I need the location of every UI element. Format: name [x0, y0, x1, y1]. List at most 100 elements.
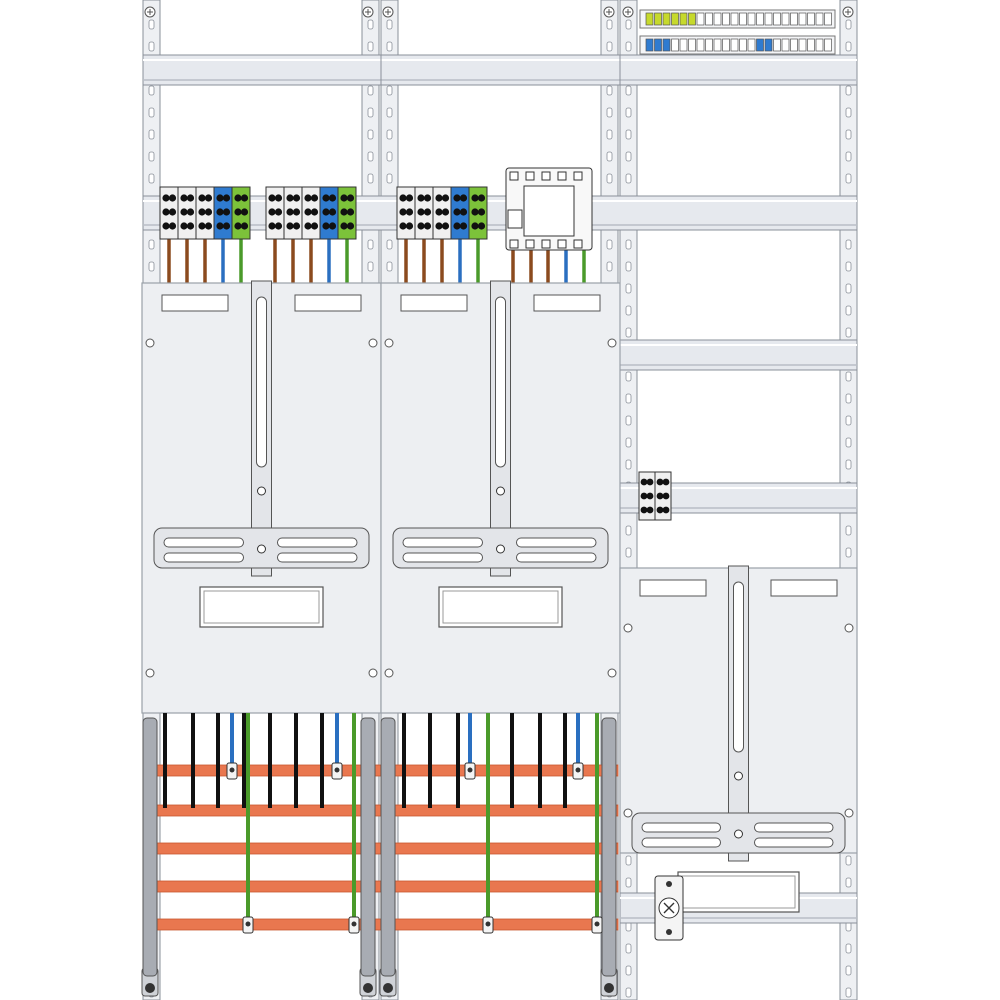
label-window-inner: [442, 590, 559, 624]
screw-icon: [606, 9, 612, 15]
mount-hole-icon: [384, 668, 394, 678]
terminal-screw-icon: [441, 222, 450, 230]
upright-slot: [625, 987, 632, 998]
crossbar-slot: [754, 822, 834, 833]
terminal-screw-icon: [435, 222, 443, 230]
contactor-terminal: [557, 239, 567, 249]
upright-slot: [606, 261, 613, 272]
screw-icon: [147, 9, 153, 15]
upright-slot: [148, 107, 155, 118]
terminal-screw-icon: [168, 222, 177, 230]
upright-slot: [386, 239, 393, 250]
screw-icon: [734, 771, 743, 781]
upright-slot: [845, 415, 852, 426]
terminal-screw-icon: [656, 506, 664, 514]
upright-slot: [625, 151, 632, 162]
screw-icon: [385, 9, 391, 15]
terminal-screw-icon: [656, 492, 664, 500]
top-terminal-strip: [639, 9, 836, 55]
mount-hole-icon: [384, 338, 394, 348]
terminal-screw-icon: [304, 208, 312, 216]
upright-slot: [148, 41, 155, 52]
terminal-screw-icon: [646, 492, 654, 500]
terminal-screw-icon: [441, 208, 450, 216]
label-field: [294, 294, 362, 312]
terminal-screw-icon: [204, 222, 213, 230]
strip-terminal: [756, 12, 764, 26]
terminal-screw-icon: [204, 194, 213, 202]
terminal-screw-icon: [162, 222, 170, 230]
strip-terminal: [705, 38, 713, 52]
terminal-screw-icon: [222, 208, 231, 216]
terminal-screw-icon: [216, 222, 224, 230]
busbar-section: [142, 717, 619, 977]
upright-slot: [625, 877, 632, 888]
upright-slot: [367, 41, 374, 52]
terminal-screw-icon: [180, 222, 188, 230]
strip-terminal: [764, 38, 773, 52]
strip-terminal: [671, 38, 679, 52]
meter-panel-1: [141, 280, 382, 714]
terminal-screw-icon: [328, 194, 337, 202]
terminal-screw-icon: [274, 222, 283, 230]
upright-slot: [845, 173, 852, 184]
screw-icon: [145, 983, 155, 993]
terminal-screw-icon: [240, 208, 249, 216]
crossbar-slot: [516, 552, 597, 563]
busbar-support: [380, 717, 396, 977]
strip-terminal: [705, 12, 713, 26]
upright-slot: [625, 371, 632, 382]
upright-slot: [606, 19, 613, 30]
screw-icon: [257, 486, 266, 496]
strip-terminal: [645, 12, 654, 26]
screw-icon: [496, 486, 505, 496]
terminal-screw-icon: [399, 222, 407, 230]
terminal-screw-icon: [417, 222, 425, 230]
terminal-screw-icon: [322, 222, 330, 230]
terminal-screw-icon: [268, 222, 276, 230]
strip-terminal: [696, 12, 705, 26]
upright-slot: [606, 85, 613, 96]
screw-icon: [245, 921, 251, 927]
terminal-screw-icon: [274, 208, 283, 216]
terminal-screw-icon: [453, 194, 461, 202]
strip-terminal: [730, 38, 739, 52]
mount-hole-icon: [623, 808, 633, 818]
upright-slot: [845, 19, 852, 30]
terminal-screw-icon: [234, 208, 242, 216]
strip-terminal: [790, 38, 798, 52]
screw-icon: [365, 9, 371, 15]
strip-terminal: [645, 38, 654, 52]
contactor-terminal: [525, 171, 535, 181]
strip-terminal: [722, 12, 730, 26]
upright-slot: [845, 261, 852, 272]
upright-slot: [386, 151, 393, 162]
screw-icon: [351, 921, 357, 927]
upright-slot: [625, 525, 632, 536]
terminal-screw-icon: [471, 208, 479, 216]
terminal-screw-icon: [399, 194, 407, 202]
upright-slot: [845, 855, 852, 866]
strip-terminal: [671, 12, 679, 26]
terminal-screw-icon: [198, 222, 206, 230]
label-field: [770, 579, 838, 597]
top-wiring: [167, 239, 586, 285]
strip-terminal: [824, 12, 832, 26]
strip-terminal: [662, 38, 671, 52]
terminal-screw-icon: [162, 208, 170, 216]
strip-terminal: [764, 12, 773, 26]
terminal-screw-icon: [656, 478, 664, 486]
upright-slot: [845, 41, 852, 52]
strip-terminal: [654, 38, 662, 52]
contactor-terminal: [541, 239, 551, 249]
fuse-holder: [654, 875, 684, 941]
screw-icon: [734, 829, 743, 839]
screw-icon: [229, 767, 235, 773]
upright-slot: [845, 987, 852, 998]
upright-slot: [386, 41, 393, 52]
upright-slot: [845, 327, 852, 338]
terminal-screw-icon: [310, 222, 319, 230]
terminal-blocks: [159, 186, 672, 521]
terminal-screw-icon: [417, 194, 425, 202]
terminal-screw-icon: [286, 222, 294, 230]
